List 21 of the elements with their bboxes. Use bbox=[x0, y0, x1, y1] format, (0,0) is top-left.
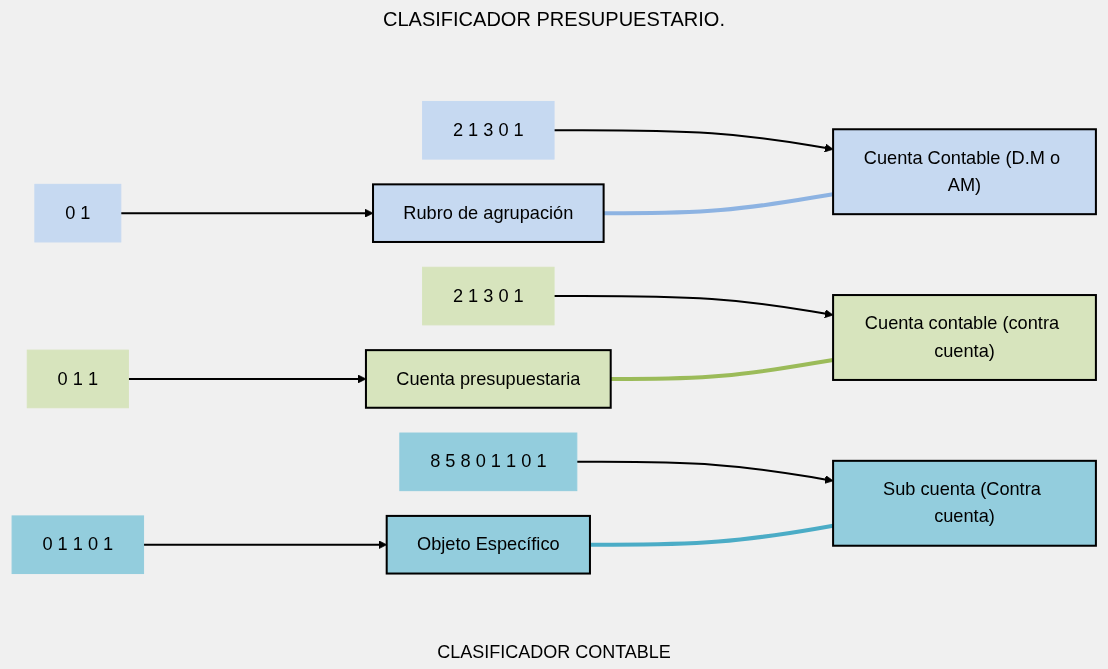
connector bbox=[603, 192, 834, 216]
node-box: Cuenta contable (contra cuenta) bbox=[832, 294, 1097, 381]
node-box: Sub cuenta (Contra cuenta) bbox=[832, 459, 1097, 547]
node-box: 0 1 bbox=[34, 183, 122, 243]
arrow bbox=[554, 295, 834, 319]
node-box: 0 1 1 0 1 bbox=[11, 515, 145, 575]
section-heading: CLASIFICADOR CONTABLE bbox=[437, 642, 671, 662]
node-box: 2 1 3 0 1 bbox=[422, 266, 555, 326]
node-box: 2 1 3 0 1 bbox=[422, 100, 555, 160]
node-box: Rubro de agrupación bbox=[372, 183, 605, 243]
node-box: Objeto Específico bbox=[385, 514, 591, 575]
arrow bbox=[554, 129, 834, 153]
diagram-title: CLASIFICADOR PRESUPUESTARIO. bbox=[383, 8, 725, 31]
arrow bbox=[576, 460, 834, 484]
node-box: 8 5 8 0 1 1 0 1 bbox=[399, 432, 578, 492]
node-box: Cuenta Contable (D.M o AM) bbox=[832, 128, 1097, 216]
arrow bbox=[120, 208, 374, 218]
connector bbox=[610, 357, 834, 381]
connector bbox=[589, 523, 834, 547]
node-box: Cuenta presupuestaria bbox=[364, 349, 612, 409]
node-box: 0 1 1 bbox=[26, 349, 129, 409]
